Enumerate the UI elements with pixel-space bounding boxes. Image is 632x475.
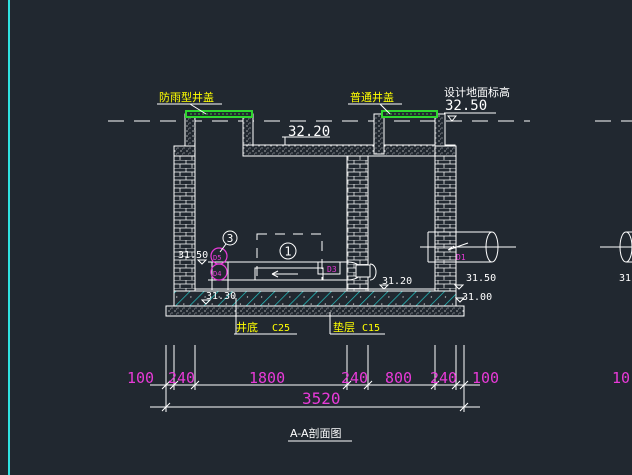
dim-total: 3520 bbox=[302, 389, 341, 408]
cushion-grade: C15 bbox=[362, 323, 380, 334]
dim-edge-partial: 10 bbox=[612, 369, 630, 387]
left-wall-upper bbox=[184, 113, 196, 151]
floor-left-elevation: 31.30 bbox=[206, 291, 236, 302]
pipe-tag-right: D1 bbox=[456, 253, 466, 262]
edge-partial-elevation: 31 bbox=[619, 273, 631, 284]
top-slab-elevation: 32.20 bbox=[288, 124, 330, 140]
well-bottom-label: 井底 bbox=[236, 320, 258, 334]
right-wall-collar bbox=[434, 145, 457, 157]
well-bottom-grade: C25 bbox=[272, 323, 290, 334]
cushion-layer bbox=[165, 305, 465, 317]
equipment-dashed-box bbox=[256, 233, 323, 281]
callout-3-text: 3 bbox=[227, 232, 234, 245]
dim-100-left: 100 bbox=[127, 369, 154, 387]
rainproof-cover-label: 防雨型井盖 bbox=[159, 90, 214, 104]
normal-cover[interactable] bbox=[381, 110, 438, 118]
internal-pipe-assembly bbox=[208, 261, 371, 290]
adjacent-pipe-partial bbox=[600, 231, 632, 263]
right-shaft-left-wall bbox=[373, 113, 385, 155]
pipe-tag-mid: D3 bbox=[327, 265, 337, 274]
dim-240-right: 240 bbox=[430, 369, 457, 387]
normal-cover-label: 普通井盖 bbox=[350, 90, 394, 104]
dim-240-left: 240 bbox=[168, 369, 195, 387]
dim-100-right: 100 bbox=[472, 369, 499, 387]
pipe-right-elevation: 31.50 bbox=[466, 273, 496, 284]
left-wall-collar bbox=[173, 145, 196, 157]
callout-1-circle[interactable] bbox=[279, 242, 297, 260]
section-title: A-A剖面图 bbox=[290, 426, 342, 440]
dim-1800: 1800 bbox=[249, 369, 285, 387]
pipe-mid-elevation: 31.20 bbox=[382, 276, 412, 287]
pipe-tag-left-lower: D4 bbox=[213, 270, 221, 278]
callout-3-leader bbox=[219, 243, 227, 253]
level-markers bbox=[196, 115, 466, 305]
outlet-pipe bbox=[420, 231, 516, 263]
dim-800: 800 bbox=[385, 369, 412, 387]
dim-240-mid: 240 bbox=[341, 369, 368, 387]
pipe-left-elevation: 31.50 bbox=[178, 250, 208, 261]
pipe-tag-left: D5 bbox=[213, 254, 221, 262]
ground-elevation: 32.50 bbox=[445, 98, 487, 114]
right-shaft-right-wall bbox=[434, 113, 446, 151]
normal-cover-leader bbox=[379, 103, 391, 115]
floor-right-elevation: 31.00 bbox=[462, 292, 492, 303]
mid-pipe-connector bbox=[369, 263, 377, 281]
right-wall-brick bbox=[434, 145, 457, 292]
left-pipe-sleeve-lower bbox=[210, 263, 228, 281]
dimension-lines bbox=[150, 345, 480, 412]
top-slab bbox=[242, 144, 456, 157]
cushion-label: 垫层 bbox=[333, 320, 355, 334]
callout-3-circle[interactable] bbox=[222, 230, 238, 246]
callout-1-text: 1 bbox=[284, 245, 291, 259]
design-ground-label: 设计地面标高 bbox=[444, 85, 510, 99]
left-wall-brick bbox=[173, 145, 196, 292]
rainproof-cover-leader bbox=[189, 103, 207, 115]
